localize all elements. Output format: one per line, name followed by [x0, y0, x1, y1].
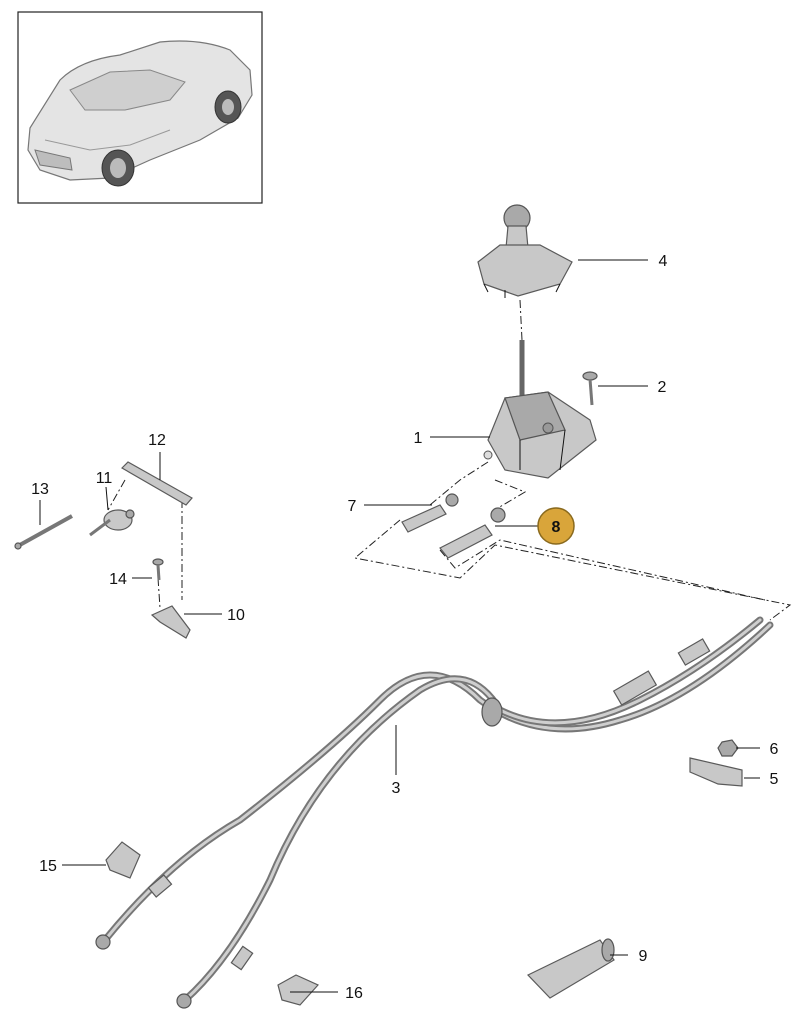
- leader-lines: [39, 259, 760, 993]
- callout-5[interactable]: 5: [770, 771, 779, 788]
- grease-tube-part-9: [526, 938, 615, 999]
- callout-7[interactable]: 7: [348, 498, 357, 515]
- bolt-part-14: [152, 558, 164, 581]
- rod-part-13: [14, 514, 73, 550]
- callout-9[interactable]: 9: [639, 948, 648, 965]
- bushing-part-7: [401, 493, 459, 533]
- lever-part-11: [89, 509, 135, 537]
- callout-15[interactable]: 15: [39, 858, 57, 875]
- callout-14[interactable]: 14: [109, 571, 127, 588]
- callout-3[interactable]: 3: [392, 780, 401, 797]
- callout-8[interactable]: 8: [552, 519, 561, 536]
- gear-knob-boot: [477, 204, 573, 298]
- highlight-badge-part-8[interactable]: 8: [537, 507, 575, 545]
- clip-part-15: [105, 841, 141, 879]
- shift-housing: [483, 340, 597, 479]
- callout-13[interactable]: 13: [31, 481, 49, 498]
- bracket-part-5: [689, 757, 743, 787]
- bracket-part-10: [150, 605, 191, 639]
- callout-labels: 4 2 1 7 10 12 11 13 14 3 6 5 15 16 9: [31, 253, 778, 1002]
- screw-part-2: [582, 371, 598, 406]
- bushing-part-8: [439, 507, 506, 559]
- callout-4[interactable]: 4: [659, 253, 668, 270]
- callout-16[interactable]: 16: [345, 985, 363, 1002]
- callout-10[interactable]: 10: [227, 607, 245, 624]
- callout-2[interactable]: 2: [658, 379, 667, 396]
- callout-6[interactable]: 6: [770, 741, 779, 758]
- clip-part-16: [277, 974, 319, 1006]
- callout-1[interactable]: 1: [414, 430, 423, 447]
- nut-part-6: [717, 739, 739, 757]
- assembly-lines: [107, 299, 792, 621]
- callout-11[interactable]: 11: [96, 470, 113, 487]
- cable-assembly-part-3: [95, 616, 774, 1009]
- car-icon: [27, 40, 253, 187]
- vehicle-thumbnail: [17, 11, 263, 204]
- callout-12[interactable]: 12: [148, 432, 166, 449]
- rail-part-12: [121, 461, 193, 506]
